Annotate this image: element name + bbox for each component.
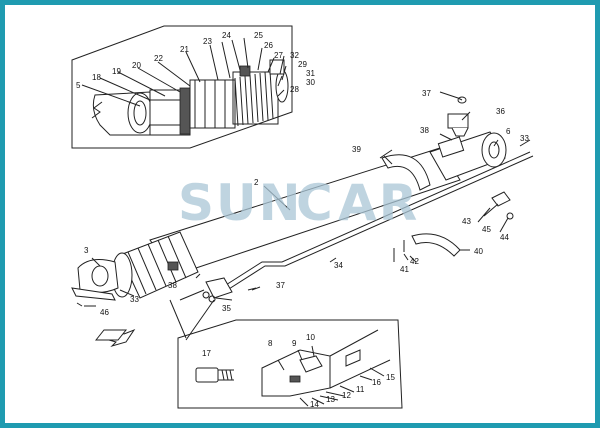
hydraulic-pipe: [205, 151, 534, 299]
label-33-top: 33: [520, 134, 529, 143]
direction-arrow: [94, 328, 136, 348]
label-30: 30: [306, 78, 315, 87]
label-11: 11: [356, 385, 365, 394]
label-44: 44: [500, 233, 509, 242]
label-5: 5: [76, 81, 81, 90]
label-25: 25: [254, 31, 263, 40]
label-17: 17: [202, 349, 211, 358]
label-18: 18: [92, 73, 101, 82]
label-24: 24: [222, 31, 231, 40]
label-6: 6: [506, 127, 511, 136]
label-31: 31: [306, 69, 315, 78]
label-38-top: 38: [420, 126, 429, 135]
label-2: 2: [254, 178, 259, 187]
rod-eye-end: [71, 259, 119, 301]
label-9: 9: [292, 339, 297, 348]
watermark-text-2: C: [296, 174, 335, 232]
label-45: 45: [482, 225, 491, 234]
label-43: 43: [462, 217, 471, 226]
label-36: 36: [496, 107, 505, 116]
label-3: 3: [84, 246, 89, 255]
label-34: 34: [334, 261, 343, 270]
watermark-text-1: SUN: [178, 174, 302, 232]
label-8: 8: [268, 339, 273, 348]
label-37-bottom: 37: [276, 281, 285, 290]
label-20: 20: [132, 61, 141, 70]
watermark: SUN C AR: [178, 174, 419, 232]
label-28: 28: [290, 85, 299, 94]
label-22: 22: [154, 54, 163, 63]
label-39: 39: [352, 145, 361, 154]
label-29: 29: [298, 60, 307, 69]
label-19: 19: [112, 67, 121, 76]
label-32: 32: [290, 51, 299, 60]
label-46: 46: [100, 308, 109, 317]
label-23: 23: [203, 37, 212, 46]
watermark-text-3: AR: [338, 174, 419, 232]
boom-cylinder-assembly: [71, 96, 534, 307]
section-detail-inset: [71, 25, 293, 149]
main-leaders: [84, 91, 531, 307]
coil-section: [232, 70, 279, 127]
label-38-bottom: 38: [168, 281, 177, 290]
bolt-detail: [195, 367, 234, 383]
part-labels: 5 18 19 20 22 21 23 24 25 26 27 32 29 31…: [76, 31, 529, 409]
tube-clamp: [381, 154, 431, 191]
pipe-bracket: [411, 233, 461, 257]
cylinder-tube-cap: [429, 96, 507, 181]
label-26: 26: [264, 41, 273, 50]
label-27: 27: [274, 51, 283, 60]
label-13: 13: [326, 395, 335, 404]
exploded-parts-diagram: SUN C AR 5 18 19 20 22 21 23 24 25 26 27…: [71, 25, 534, 409]
label-42: 42: [410, 257, 419, 266]
label-33-bottom: 33: [130, 295, 139, 304]
label-10: 10: [306, 333, 315, 342]
label-21: 21: [180, 45, 189, 54]
label-16: 16: [372, 378, 381, 387]
label-14: 14: [310, 400, 319, 409]
label-12: 12: [342, 391, 351, 400]
label-37-top: 37: [422, 89, 431, 98]
inset-leaders: [81, 37, 287, 107]
label-41: 41: [400, 265, 409, 274]
label-40: 40: [474, 247, 483, 256]
label-35: 35: [222, 304, 231, 313]
label-15: 15: [386, 373, 395, 382]
bottom-detail-inset: [169, 299, 403, 409]
